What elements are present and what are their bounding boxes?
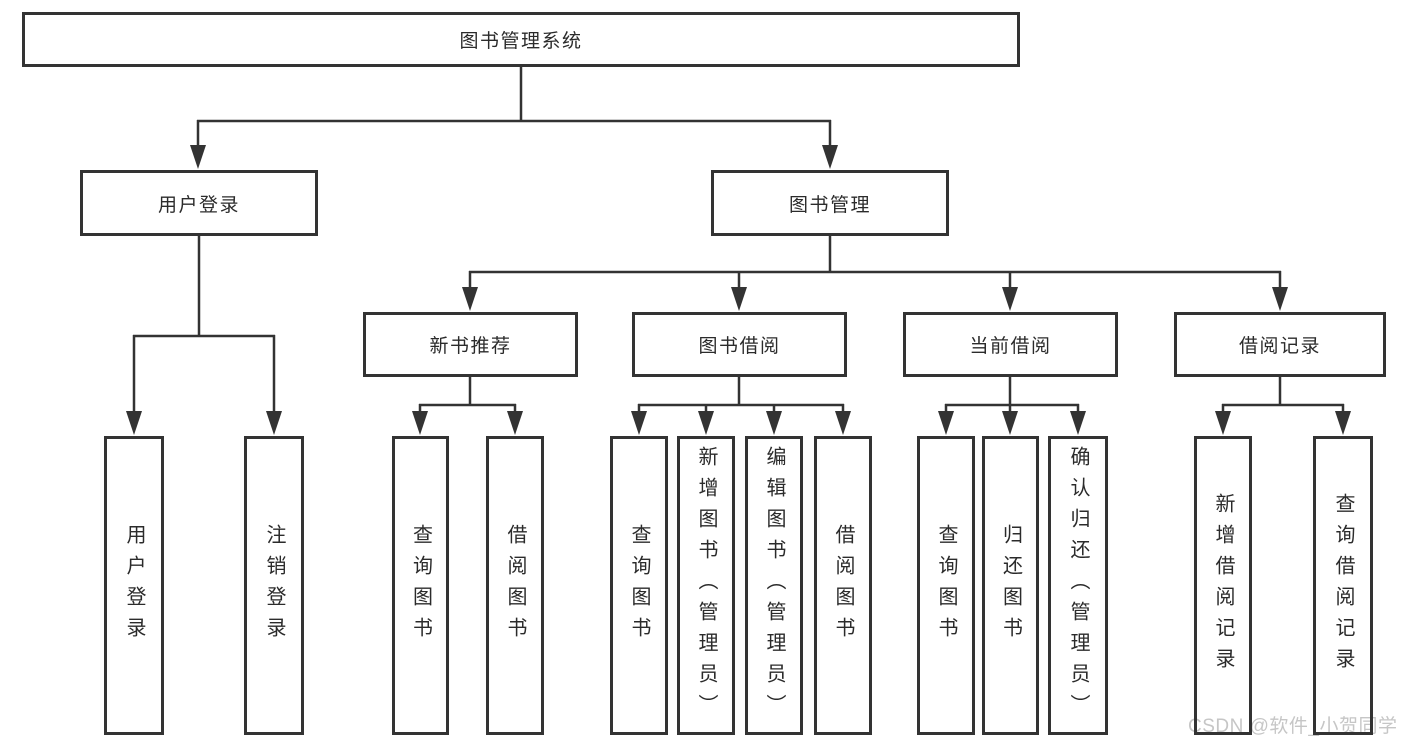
leaf-label: 注销登录	[263, 523, 285, 648]
node-borrowing-records: 借阅记录	[1174, 312, 1386, 377]
leaf-borrow-add-books-admin: 新增图书（管理员）	[677, 436, 735, 735]
node-label: 新书推荐	[429, 336, 512, 357]
leaf-logout: 注销登录	[244, 436, 304, 735]
arrowhead-icon	[266, 411, 282, 435]
leaf-current-return-books: 归还图书	[982, 436, 1039, 735]
leaf-label: 新增图书（管理员）	[695, 446, 717, 725]
node-label: 当前借阅	[969, 336, 1052, 357]
leaf-current-confirm-return-admin: 确认归还（管理员）	[1048, 436, 1108, 735]
leaf-label: 借阅图书	[504, 523, 526, 648]
arrowhead-icon	[1070, 411, 1086, 435]
arrowhead-icon	[631, 411, 647, 435]
arrowhead-icon	[698, 411, 714, 435]
connector-borrow-record-branch	[1215, 376, 1351, 435]
node-label: 图书管理系统	[459, 31, 583, 52]
leaf-borrow-borrow-books: 借阅图书	[814, 436, 872, 735]
node-new-book-recommend: 新书推荐	[363, 312, 578, 377]
arrowhead-icon	[1272, 287, 1288, 311]
leaf-record-add-borrow-record: 新增借阅记录	[1194, 436, 1252, 735]
connector-root-to-level2	[190, 66, 838, 169]
leaf-label: 编辑图书（管理员）	[763, 446, 785, 725]
arrowhead-icon	[126, 411, 142, 435]
leaf-label: 查询图书	[409, 523, 432, 648]
node-current-borrowing: 当前借阅	[903, 312, 1118, 377]
leaf-newbook-query-books: 查询图书	[392, 436, 449, 735]
arrowhead-icon	[1002, 287, 1018, 311]
leaf-label: 借阅图书	[832, 523, 854, 648]
arrowhead-icon	[1335, 411, 1351, 435]
leaf-label: 确认归还（管理员）	[1067, 446, 1089, 725]
leaf-newbook-borrow-books: 借阅图书	[486, 436, 544, 735]
watermark: CSDN @软件_小贺同学	[1188, 716, 1398, 737]
connector-book-management-branch	[462, 235, 1288, 311]
arrowhead-icon	[938, 411, 954, 435]
leaf-record-query-borrow-record: 查询借阅记录	[1313, 436, 1373, 735]
leaf-label: 查询借阅记录	[1332, 492, 1354, 679]
leaf-label: 查询图书	[628, 523, 650, 648]
node-book-borrowing: 图书借阅	[632, 312, 847, 377]
arrowhead-icon	[766, 411, 782, 435]
arrowhead-icon	[835, 411, 851, 435]
arrowhead-icon	[190, 145, 206, 169]
leaf-current-query-books: 查询图书	[917, 436, 975, 735]
node-label: 用户登录	[157, 194, 240, 216]
leaf-borrow-query-books: 查询图书	[610, 436, 668, 735]
connector-current-borrow-branch	[938, 376, 1086, 435]
node-user-login: 用户登录	[80, 170, 318, 236]
leaf-label: 新增借阅记录	[1212, 492, 1234, 679]
node-library-management-system: 图书管理系统	[22, 12, 1020, 67]
connector-user-login-branch	[126, 235, 282, 435]
node-label: 图书借阅	[698, 336, 781, 357]
leaf-user-login: 用户登录	[104, 436, 164, 735]
arrowhead-icon	[412, 411, 428, 435]
arrowhead-icon	[462, 287, 478, 311]
arrowhead-icon	[731, 287, 747, 311]
connector-new-book-branch	[412, 376, 523, 435]
arrowhead-icon	[1215, 411, 1231, 435]
arrowhead-icon	[822, 145, 838, 169]
node-label: 图书管理	[788, 194, 871, 216]
leaf-borrow-edit-books-admin: 编辑图书（管理员）	[745, 436, 803, 735]
leaf-label: 查询图书	[935, 523, 957, 648]
node-label: 借阅记录	[1238, 336, 1321, 357]
connector-book-borrow-branch	[631, 376, 851, 435]
leaf-label: 用户登录	[123, 523, 145, 648]
leaf-label: 归还图书	[999, 523, 1022, 648]
arrowhead-icon	[507, 411, 523, 435]
node-book-management: 图书管理	[711, 170, 949, 236]
arrowhead-icon	[1002, 411, 1018, 435]
